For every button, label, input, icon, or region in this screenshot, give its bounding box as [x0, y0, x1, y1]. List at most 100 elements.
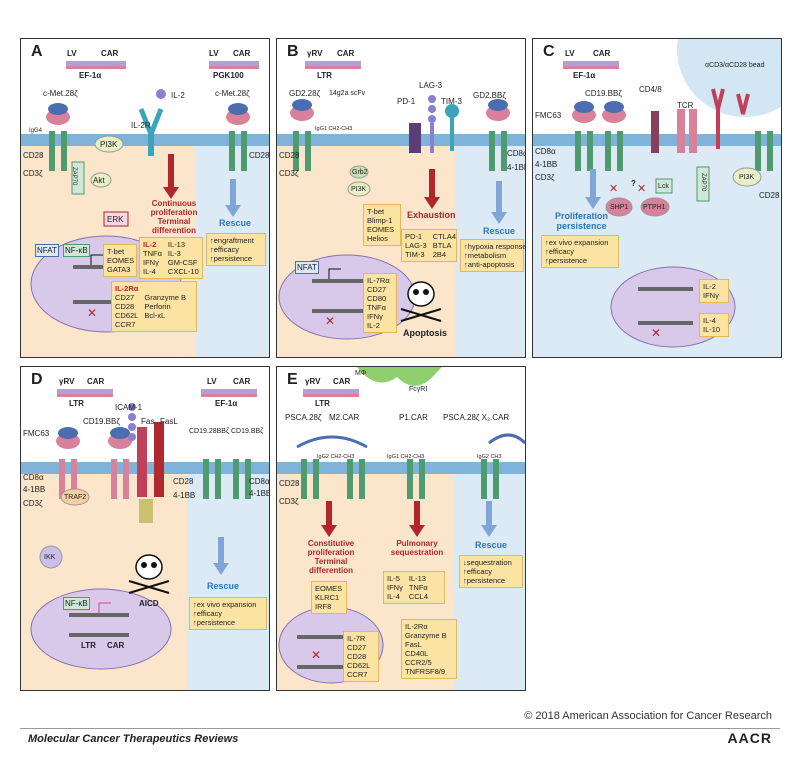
hinge-label: IgG1 CH2-CH3: [315, 126, 353, 132]
cd8a-label: CD8α: [23, 473, 44, 482]
fasl-label: FasL: [160, 417, 178, 426]
down-item: CD28: [115, 302, 135, 311]
macrophage-label: MΦ: [355, 370, 367, 377]
fas-label: Fas: [141, 417, 155, 426]
cytokine-item: GM-CSF: [167, 258, 198, 267]
cd28-label: CD28: [249, 151, 270, 160]
rescue-label: Rescue: [219, 218, 252, 228]
rescue-label: Rescue: [475, 540, 508, 550]
construct-label: c-Met.28ζ: [43, 89, 78, 98]
ikk-node: IKK: [44, 554, 56, 561]
panel-b-graphic: ✕: [277, 61, 525, 357]
cytokine-box: IL-5 IFNγ IL-4 IL-13 TNFα CCL4: [383, 571, 445, 604]
zap70-node: ZAP70: [71, 167, 77, 186]
promoter-label: PGK100: [213, 71, 244, 80]
4-1bb-label: 4-1BB: [535, 160, 558, 169]
tf-item: EOMES: [315, 584, 343, 593]
svg-text:✕: ✕: [637, 183, 646, 195]
construct-label: CD19.BBζ: [585, 89, 622, 98]
ptph1-node: PTPH1: [643, 204, 666, 211]
grb2-node: Grb2: [352, 169, 368, 176]
svg-text:✕: ✕: [325, 314, 335, 328]
cd3z-label: CD3ζ: [535, 173, 555, 182]
bead-label: αCD3/αCD28 bead: [705, 62, 765, 69]
rescue-label: Rescue: [207, 581, 240, 591]
hinge-label: IgG2 CH2-CH3: [317, 454, 355, 460]
construct-label: CD19.28BBζ: [189, 428, 230, 435]
il2r-label: IL-2R: [131, 121, 151, 130]
rescue-label: Rescue: [483, 226, 516, 236]
outcome-line: Proliferation: [555, 211, 609, 221]
rescue-box: ↓sequestration ↑efficacy ↑persistence: [459, 555, 523, 588]
marker-item: CTLA4: [432, 232, 457, 241]
down-item: IL-2: [367, 321, 380, 330]
copyright-text: © 2018 American Association for Cancer R…: [524, 710, 772, 722]
cytokine-item: IL-2: [143, 240, 157, 249]
marker-item: LAG-3: [405, 241, 427, 250]
rescue-item: ↑metabolism: [464, 251, 507, 260]
car-label: CAR: [101, 49, 119, 58]
outcome-line: proliferation: [150, 208, 198, 217]
tf-item: Helios: [367, 234, 388, 243]
fcgr-label: FcγRI: [409, 386, 428, 393]
construct-label: CD19.BBζ: [83, 417, 120, 426]
rescue-box: ↑ex vivo expansion ↑efficacy ↑persistenc…: [541, 235, 619, 268]
4-1bb-label: 4-1BB: [249, 489, 270, 498]
rescue-box: ↑hypoxia response ↑metabolism ↑anti-apop…: [460, 239, 525, 272]
construct-label: CD19.BBζ: [231, 428, 264, 435]
rescue-item: ↓sequestration: [463, 558, 512, 567]
cd3z-label: CD3ζ: [23, 169, 43, 178]
panel-c: ✕ ✕ ✕ C LV CAR EF-1α αCD3/αCD28 bead CD4…: [532, 38, 782, 358]
marker-item: BTLA: [432, 241, 452, 250]
up-item: IL-2Rα: [405, 622, 428, 631]
cytokine-item: TNFα: [143, 249, 162, 258]
up-item: IFNγ: [703, 291, 719, 300]
down-item: CD80: [367, 294, 387, 303]
akt-node: Akt: [93, 176, 105, 185]
vector-label: LV: [67, 49, 77, 58]
down-item: Perforin: [144, 302, 171, 311]
promoter-label: EF-1α: [215, 399, 238, 408]
cd28-label: CD28: [759, 191, 780, 200]
downregulated-box: IL-7Rα CD27 CD80 TNFα IFNγ IL-2: [363, 273, 397, 333]
tf-item: T-bet: [367, 207, 385, 216]
zap70-node: ZAP70: [700, 173, 706, 192]
promoter-label: EF-1α: [573, 71, 596, 80]
outcome-text: Proliferation persistence: [555, 211, 608, 231]
rescue-item: ↑efficacy: [463, 567, 493, 576]
outcome-line: proliferation: [307, 548, 355, 557]
outcome-text: Constitutive proliferation Terminal diff…: [293, 539, 369, 575]
svg-text:✕: ✕: [87, 306, 97, 320]
down-item: CD62L: [115, 311, 139, 320]
cytokine-item: IL-5: [387, 574, 400, 583]
rescue-item: ↑efficacy: [545, 247, 575, 256]
lck-node: Lck: [658, 183, 669, 190]
down-item: TNFα: [367, 303, 386, 312]
cytokine-item: CXCL-10: [167, 267, 199, 276]
cd8a-label: CD8α: [535, 147, 556, 156]
vector-label: LV: [207, 377, 217, 386]
up-item: Granzyme B: [405, 631, 447, 640]
icam1-label: ICAM-1: [115, 403, 143, 412]
cd28-label: CD28: [23, 151, 44, 160]
panel-label: C: [543, 43, 555, 60]
cd48-label: CD4/8: [639, 85, 662, 94]
tf-item: T-bet: [107, 247, 125, 256]
construct-label: GD2.BBζ: [473, 91, 506, 100]
exhaustion-label: Exhaustion: [407, 210, 456, 220]
up-item: TNFRSF8/9: [405, 667, 446, 676]
traf2-node: TRAF2: [64, 494, 87, 501]
outcome-line: Terminal: [314, 557, 348, 566]
down-item: IFNγ: [367, 312, 383, 321]
cytokine-box: IL-2 TNFα IFNγ IL-4 IL-13 IL-3 GM-CSF CX…: [139, 237, 203, 279]
transcription-factor-box: T-bet EOMES GATA3: [103, 244, 137, 277]
car-label: CAR: [333, 377, 351, 386]
svg-text:✕: ✕: [609, 183, 618, 195]
cytokine-item: IL-13: [167, 240, 186, 249]
panel-d: D γRV CAR LTR LV CAR EF-1α FMC63 CD19.BB…: [20, 366, 270, 691]
downregulated-box: IL-7R CD27 CD28 CD62L CCR7: [343, 631, 379, 682]
vector-label: LV: [565, 49, 575, 58]
down-item: CD28: [347, 652, 367, 661]
tf-item: GATA3: [107, 265, 131, 274]
marker-item: PD-1: [405, 232, 423, 241]
